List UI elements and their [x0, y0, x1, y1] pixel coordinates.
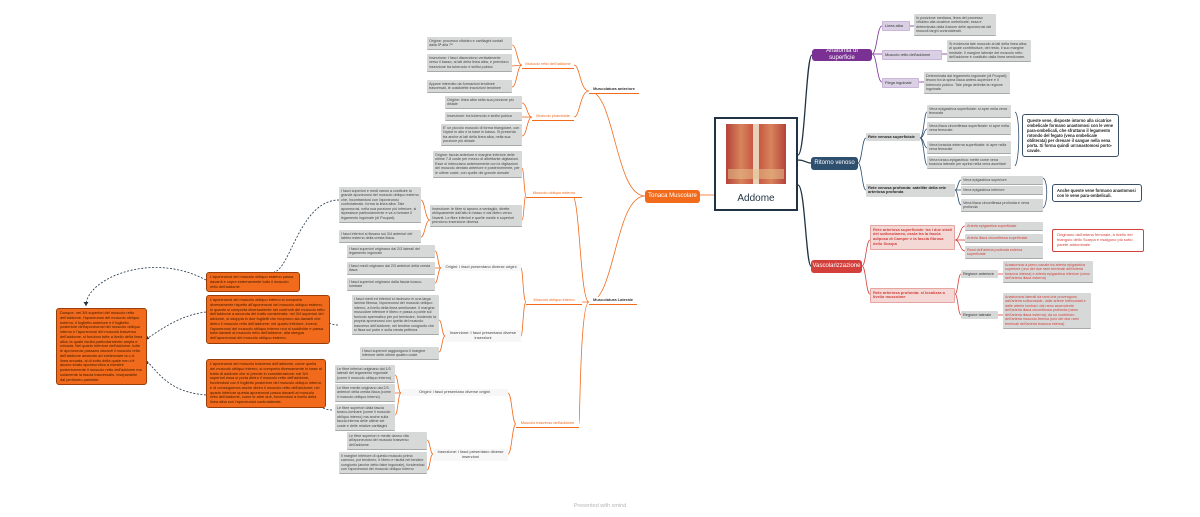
topic-obliquo-interno-inserzioni[interactable]: Inserzione: I fasci presentano diverse i… — [445, 330, 521, 342]
topic-vena-profonda-1[interactable]: Vena epigastrica superiore — [961, 176, 1043, 185]
topic-linea-alba-text[interactable]: In posizione mediana, linea del processo… — [914, 14, 996, 37]
topic-obliquo-interno-inserzione-2[interactable]: I fasci superiori raggiungono il margine… — [360, 347, 439, 361]
note-aponeurosi-obliquo-esterno[interactable]: L'aponeurosi del muscolo obliquo esterno… — [206, 272, 300, 293]
topic-vena-2[interactable]: Vena iliaca circonflessa superficiale: s… — [927, 122, 1011, 136]
branch-tonaca-muscolare[interactable]: Tonaca Muscolare — [645, 190, 700, 203]
topic-rete-venosa-profonda[interactable]: Rete venosa profonda: satellite della re… — [866, 184, 955, 197]
topic-obliquo-interno[interactable]: Muscolo obliquo interno — [526, 297, 582, 305]
topic-regione-laterale-text[interactable]: Anastomosi laterali da rami che provengo… — [1003, 293, 1091, 329]
topic-trasverso-inserzione-2[interactable]: Il margine inferiore di questo muscolo p… — [339, 452, 427, 475]
topic-obliquo-interno-origine-1[interactable]: I fasci superiori originano dai 2/3 late… — [347, 245, 435, 259]
topic-piega-inguinale-text[interactable]: Determinata dal legamento inguinale (di … — [924, 72, 1010, 95]
topic-obliquo-esterno[interactable]: Muscolo obliquo esterno — [526, 190, 582, 198]
topic-obliquo-interno-inserzione-1[interactable]: I fasci medi ed inferiori si risolvono i… — [352, 295, 439, 336]
central-topic[interactable]: Addome — [714, 117, 798, 211]
topic-muscolatura-laterale[interactable]: Muscolatura Laterale — [589, 297, 637, 305]
note-anastomosi-para-ombelicali[interactable]: Anche queste vene formano anastomosi con… — [1052, 184, 1142, 202]
topic-arteria-3[interactable]: Rami dell'arteria pudenda esterna superf… — [965, 246, 1043, 260]
footer-branding: Presented with xmind — [573, 503, 627, 509]
topic-trasverso-origine-3[interactable]: Le fibre superiori dalla fascia toraco-l… — [335, 404, 395, 431]
abdomen-anatomy-image — [726, 124, 786, 184]
topic-retto-addome[interactable]: Muscolo retto dell'addome — [522, 61, 574, 69]
note-linea-arcuata[interactable]: Dunque, nei 3/4 superiori del muscolo re… — [56, 308, 147, 386]
topic-arteria-1[interactable]: Arteria epigastrica superficiale — [965, 222, 1043, 231]
topic-retto-inscrizioni[interactable]: Appare interrotto da formazioni tendinee… — [427, 80, 512, 94]
topic-vena-3[interactable]: Vena toracica esterna superficiale: si a… — [927, 141, 1011, 155]
branch-anatomia-superficie[interactable]: Anatomia di superficie — [812, 49, 872, 61]
topic-piramidale-descrizione[interactable]: E' un piccolo muscolo di forma triangola… — [441, 124, 522, 147]
topic-piramidale[interactable]: Muscolo piramidale — [532, 113, 574, 121]
topic-piramidale-origine[interactable]: Origine: linea alba nella sua porzione p… — [445, 96, 522, 110]
topic-regione-laterale[interactable]: Regione laterale — [961, 311, 998, 319]
topic-regione-anteriore-text[interactable]: Anastomosi a pieno canale tra arteria ep… — [1003, 261, 1093, 284]
topic-trasverso[interactable]: Muscolo trasverso dell'addome — [516, 420, 579, 428]
topic-trasverso-origini[interactable]: Origini: i fasci presentano diverse orig… — [401, 389, 508, 396]
branch-vascolarizzazione[interactable]: Vascolarizzazione — [811, 260, 862, 273]
note-aponeurosi-trasverso[interactable]: L'aponeurosi del muscolo trasverso dell'… — [206, 359, 326, 408]
topic-piega-inguinale[interactable]: Piega inguinale — [882, 78, 919, 88]
topic-rete-arteriosa-profonda[interactable]: Rete arteriosa profonda: si localizza a … — [870, 288, 955, 303]
topic-obliquo-esterno-origine[interactable]: Origine: faccia anteriore e margine infe… — [433, 151, 522, 178]
topic-retto-superficie-text[interactable]: Si evidenzia tale muscolo ai lati della … — [947, 40, 1031, 63]
note-anastomosi-porto-cavale[interactable]: Queste vene, disposte intorno alla cicat… — [1022, 114, 1119, 157]
topic-vena-profonda-3[interactable]: Vena iliaca circonflessa profonda e vena… — [961, 199, 1043, 213]
topic-rete-venosa-superficiale[interactable]: Rete venosa superficiale — [866, 133, 920, 141]
topic-linea-alba[interactable]: Linea alba — [882, 21, 910, 31]
topic-trasverso-origine-2[interactable]: Le fibre medie originano dai 2/3 anterio… — [335, 384, 395, 402]
topic-vena-1[interactable]: Vena epigastrica superficiale: si apre n… — [927, 105, 1011, 119]
topic-obliquo-interno-origine-3[interactable]: I fasci superiori originano dalla fascia… — [347, 278, 435, 292]
note-origine-arteria-femorale[interactable]: Originano dall'arteria femorale, a livel… — [1052, 229, 1144, 252]
topic-obliquo-interno-origini[interactable]: Origini: i fasci presentano diverse orig… — [441, 264, 521, 271]
topic-vena-profonda-2[interactable]: Vena epigastrica inferiore — [961, 186, 1043, 195]
topic-regione-anteriore[interactable]: Regione anteriore — [961, 270, 998, 278]
topic-piramidale-inserzione[interactable]: Inserzione: tra tubercolo e sinfisi pubi… — [445, 112, 522, 121]
topic-obliquo-esterno-inserzione[interactable]: Inserzione: le fibre si aprono a ventagl… — [430, 205, 522, 228]
branch-ritorno-venoso[interactable]: Ritorno venoso — [811, 157, 858, 170]
topic-trasverso-inserzioni[interactable]: Inserzione: i fasci presentano diverse i… — [433, 449, 508, 461]
topic-muscolatura-anteriore[interactable]: Muscolatura anteriore — [589, 86, 639, 94]
topic-rete-arteriosa-superficiale[interactable]: Rete arteriosa superficiale: tra i due s… — [870, 225, 955, 250]
topic-retto-origine[interactable]: Origine: processo xifoideo e cartilagini… — [427, 37, 512, 51]
topic-trasverso-origine-1[interactable]: Le fibre inferiori originano dai 1/3 lat… — [335, 365, 395, 383]
topic-retto-inserzione[interactable]: Inserzione: I fasci discendono verticalm… — [427, 54, 512, 72]
note-aponeurosi-obliquo-interno[interactable]: L'aponeurosi del muscolo obliquo interno… — [206, 295, 330, 344]
central-topic-title: Addome — [737, 193, 775, 204]
topic-obliquo-interno-origine-2[interactable]: I fasci medi originano dai 2/3 anteriori… — [347, 262, 435, 276]
topic-obliquo-esterno-fasci-superiori[interactable]: I fasci superiori e medi vanno a costitu… — [339, 187, 421, 223]
topic-obliquo-esterno-fasci-inferiori[interactable]: I fasci inferiori si fissano sui 3/4 ant… — [339, 230, 421, 244]
topic-retto-superficie[interactable]: Muscolo retto dell'addome — [882, 50, 942, 60]
topic-vena-4[interactable]: Vena toraco-epigastrica: mette come vena… — [927, 156, 1011, 170]
topic-arteria-2[interactable]: Arteria iliaca circonflessa superficiale — [965, 234, 1043, 243]
topic-trasverso-inserzione-1[interactable]: Le fibre superiori e medie danno vita al… — [347, 432, 427, 450]
